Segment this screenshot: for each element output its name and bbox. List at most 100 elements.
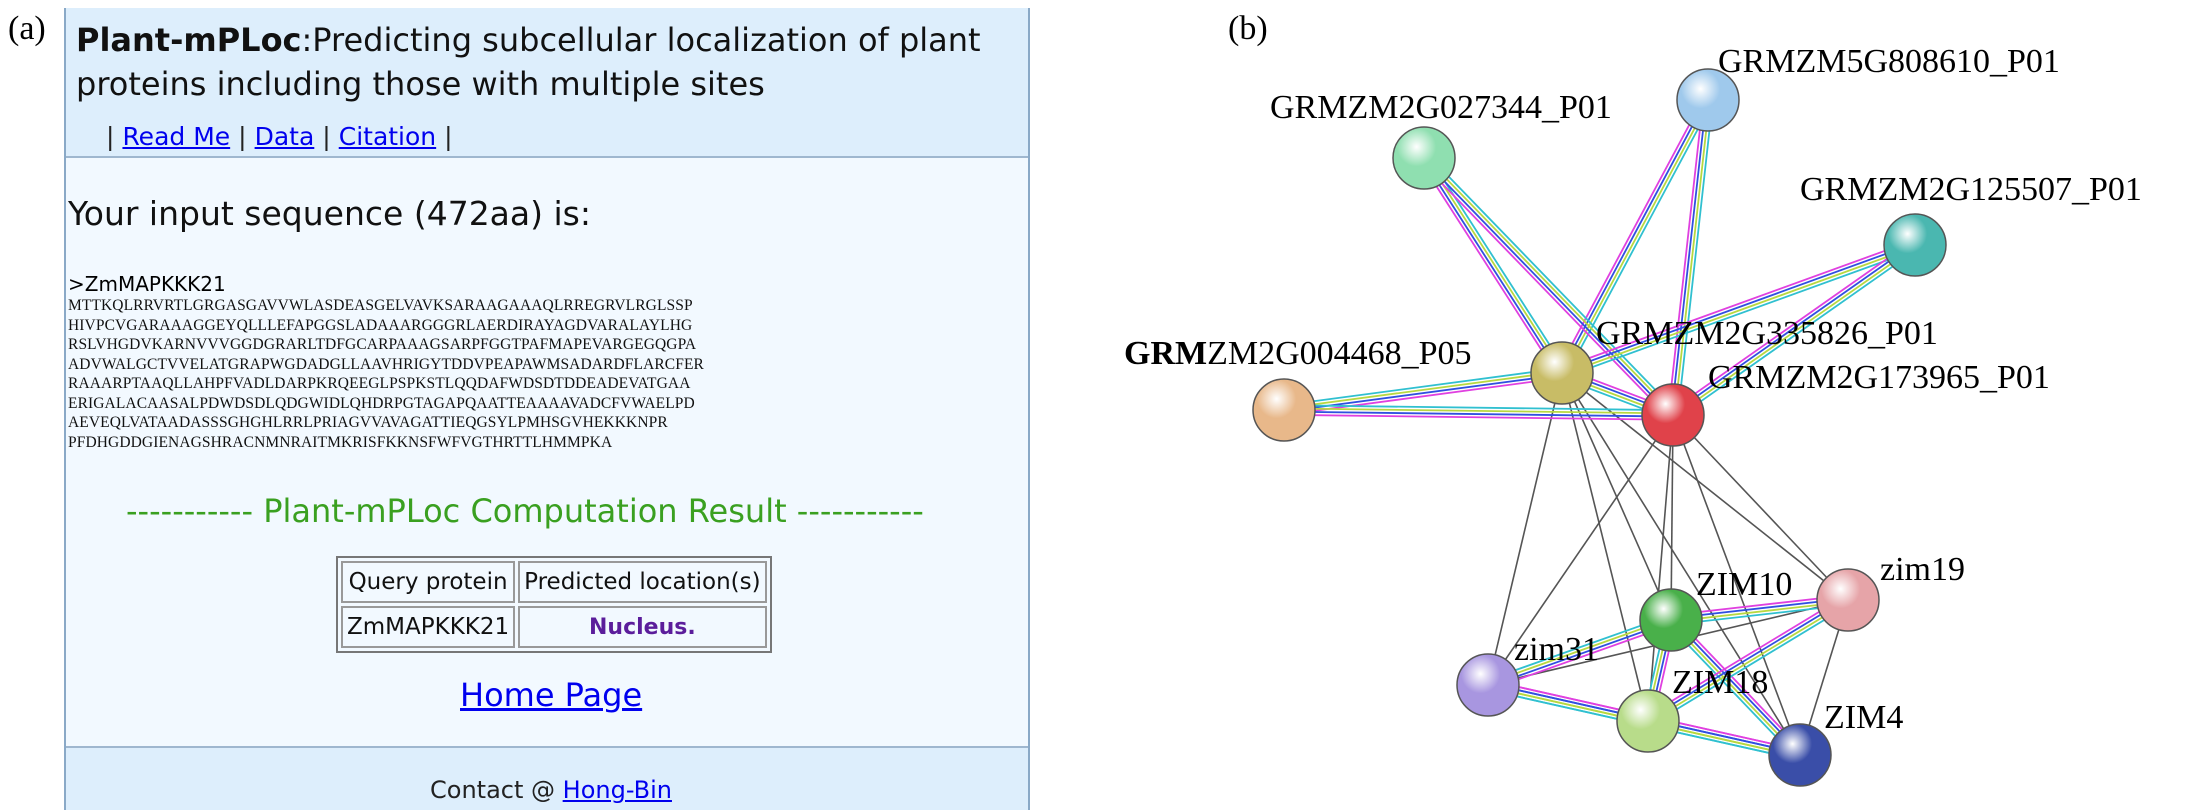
column-header-predicted-location: Predicted location(s) — [518, 561, 767, 603]
network-edge — [1648, 600, 1850, 724]
network-edge — [1487, 617, 1671, 685]
network-edge — [1669, 240, 1913, 412]
node-n2g335826[interactable] — [1530, 341, 1594, 405]
panel-label-a: (a) — [8, 10, 46, 47]
network-edge — [1561, 372, 1649, 722]
nav-bar: |Read Me|Data|Citation| — [98, 122, 461, 151]
page-title-bold: Plant-mPLoc — [76, 21, 302, 59]
network-edge — [1672, 414, 1849, 601]
network-edge — [1670, 414, 1674, 621]
nav-separator: | — [238, 122, 247, 151]
home-page-link[interactable]: Home Page — [460, 676, 643, 714]
node-label-zim10: ZIM10 — [1696, 566, 1792, 603]
network-edge — [1284, 407, 1674, 415]
query-protein-cell: ZmMAPKKK21 — [341, 606, 516, 648]
node-zim10[interactable] — [1639, 588, 1703, 652]
network-edge — [1676, 100, 1714, 416]
network-edge — [1486, 614, 1670, 682]
predicted-location-cell: Nucleus. — [518, 606, 767, 648]
network-edge — [1421, 158, 1562, 375]
network-edge — [1561, 372, 1849, 601]
node-label-zim19: zim19 — [1880, 551, 1965, 588]
network-edge — [1283, 413, 1673, 421]
panel-label-b: (b) — [1228, 10, 1268, 47]
network-edge — [1424, 156, 1565, 373]
node-zim19[interactable] — [1816, 568, 1880, 632]
network-edge — [1426, 154, 1678, 413]
citation-link[interactable]: Citation — [338, 122, 437, 151]
network-nodes — [1252, 68, 1947, 787]
network-edge — [1561, 242, 1915, 373]
network-edge — [1422, 158, 1673, 417]
network-edge — [1673, 100, 1711, 416]
node-zim18[interactable] — [1616, 689, 1680, 753]
network-edge — [1487, 372, 1563, 686]
network-edge — [1283, 367, 1562, 407]
node-label-n2g027344: GRMZM2G027344_P01 — [1270, 89, 1612, 126]
network-edge — [1488, 620, 1672, 688]
node-label-n2g335826: GRMZM2G335826_P01 — [1596, 315, 1938, 352]
sequence-name: >ZmMAPKKK21 — [68, 272, 226, 296]
node-label-zim4: ZIM4 — [1824, 699, 1903, 736]
node-n2g125507[interactable] — [1883, 213, 1947, 277]
network-edge — [1562, 245, 1916, 376]
page-title-rest: :Predicting subcellular localization of … — [76, 21, 981, 103]
table-row: ZmMAPKKK21 Nucleus. — [341, 606, 767, 648]
input-sequence-heading: Your input sequence (472aa) is: — [68, 194, 591, 233]
node-label-n2g004468: GRMZM2G004468_P05 — [1124, 335, 1472, 372]
contact-line: Contact @ Hong-Bin — [430, 776, 672, 804]
contact-hong-bin-link[interactable]: Hong-Bin — [562, 776, 672, 804]
nav-separator: | — [322, 122, 331, 151]
network-edge — [1646, 597, 1848, 721]
network-edge — [1671, 242, 1915, 415]
network-edge — [1563, 248, 1917, 379]
network-edge — [1424, 156, 1675, 415]
network-edge — [1419, 160, 1671, 419]
node-label-n5g808610: GRMZM5G808610_P01 — [1718, 43, 2060, 80]
contact-prefix: Contact @ — [430, 776, 563, 804]
network-edge — [1284, 404, 1674, 412]
network-edge — [1672, 414, 1801, 756]
nav-separator: | — [444, 122, 453, 151]
network-edge — [1283, 410, 1673, 418]
node-n5g808610[interactable] — [1676, 68, 1740, 132]
network-edge — [1565, 101, 1714, 376]
page-footer: Contact @ Hong-Bin — [66, 746, 1028, 810]
interaction-network: GRMZM5G808610_P01GRMZM2G027344_P01GRMZM2… — [1124, 43, 2142, 787]
network-edge — [1487, 414, 1674, 686]
node-label-n2g173965: GRMZM2G173965_P01 — [1708, 359, 2050, 396]
node-zim31[interactable] — [1456, 653, 1520, 717]
result-table: Query protein Predicted location(s) ZmMA… — [336, 556, 772, 653]
node-label-zim18: ZIM18 — [1672, 664, 1768, 701]
network-edge — [1419, 160, 1559, 377]
sequence-text: MTTKQLRRVRTLGRGASGAVVWLASDEASGELVAVKSARA… — [68, 297, 704, 451]
node-label-n2g125507: GRMZM2G125507_P01 — [1800, 171, 2142, 208]
node-label-zim31: zim31 — [1514, 631, 1599, 668]
network-edge — [1560, 239, 1914, 370]
read-me-link[interactable]: Read Me — [122, 122, 231, 151]
node-zim4[interactable] — [1768, 723, 1832, 787]
page-title: Plant-mPLoc:Predicting subcellular local… — [76, 18, 1006, 106]
network-edge — [1647, 414, 1674, 722]
network-edge — [1650, 603, 1851, 726]
data-link[interactable]: Data — [254, 122, 315, 151]
network-edge — [1561, 372, 1801, 756]
network-edge — [1673, 245, 1917, 418]
nav-separator: | — [106, 122, 115, 151]
network-edge — [1645, 595, 1846, 718]
network-edge — [1675, 248, 1919, 420]
column-header-query-protein: Query protein — [341, 561, 516, 603]
page-header: Plant-mPLoc:Predicting subcellular local… — [66, 8, 1028, 158]
network-edge — [1489, 623, 1673, 691]
node-n2g027344[interactable] — [1392, 126, 1456, 190]
network-edge — [1427, 154, 1567, 371]
network-edge — [1667, 99, 1705, 415]
result-heading: ----------- Plant-mPLoc Computation Resu… — [126, 492, 924, 530]
network-edge — [1283, 370, 1562, 410]
network-edge — [1670, 99, 1708, 415]
node-n2g004468[interactable] — [1252, 378, 1316, 442]
network-edge — [1556, 97, 1705, 372]
network-labels: GRMZM5G808610_P01GRMZM2G027344_P01GRMZM2… — [1124, 43, 2142, 736]
node-n2g173965[interactable] — [1641, 383, 1705, 447]
plant-mploc-page: Plant-mPLoc:Predicting subcellular local… — [64, 8, 1030, 810]
